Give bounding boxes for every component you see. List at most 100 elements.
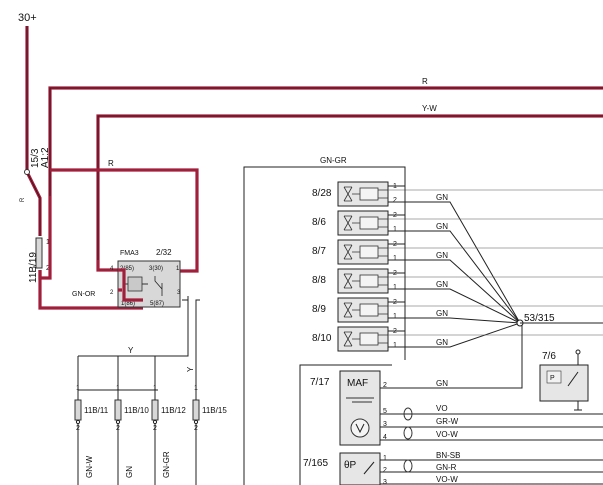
injector-ref: 8/6 bbox=[312, 217, 326, 228]
relay-ref: 2/32 bbox=[156, 248, 172, 257]
sensor-165-wire-2: VO-W bbox=[436, 475, 458, 484]
sensor-165-pin-2: 3 bbox=[383, 479, 387, 485]
sensor-7-165: 7/165 θP 1 2 3 BN-SB GN-R VO-W bbox=[303, 451, 603, 485]
fuse-pin-top: 1 bbox=[46, 239, 50, 246]
fuse-label: 11B/15 bbox=[202, 406, 227, 415]
injector-ref: 8/28 bbox=[312, 188, 332, 199]
injector-ref: 8/9 bbox=[312, 304, 326, 315]
wire-r-label: R bbox=[422, 77, 428, 86]
coil-icon bbox=[359, 303, 379, 317]
coil-icon bbox=[359, 245, 379, 259]
supply-label: 30+ bbox=[18, 12, 37, 24]
relay-in-label: GN-OR bbox=[72, 291, 95, 298]
valve-icon bbox=[343, 302, 353, 318]
relay-pin-85: 2(85) bbox=[120, 266, 134, 272]
relay-r-label: R bbox=[108, 159, 114, 168]
sensor-165-pin-1: 2 bbox=[383, 467, 387, 474]
valve-icon bbox=[343, 215, 353, 231]
sensor-7-6-letter: P bbox=[550, 375, 555, 382]
fuse-pin-top: 1 bbox=[194, 385, 198, 392]
cut-point bbox=[24, 169, 30, 175]
fuse-pin-top: 1 bbox=[76, 385, 80, 392]
maf-pin-3: 4 bbox=[383, 434, 387, 441]
maf-sensor: 7/17 MAF 2 5 3 4 GN VO GR-W VO-W bbox=[299, 364, 603, 485]
cut-label-b: A1:2 bbox=[40, 147, 51, 168]
coil-icon bbox=[359, 187, 379, 201]
feed-wire-label: R bbox=[20, 197, 26, 202]
relay-pin-1: 1 bbox=[176, 266, 180, 272]
relay-pin-3: 3 bbox=[177, 290, 181, 296]
fuse-pin-top: 1 bbox=[116, 385, 120, 392]
injector-wire: GN bbox=[436, 309, 448, 318]
bus-label: GN-GR bbox=[320, 156, 347, 165]
sensor-7-6: 7/6 P bbox=[539, 349, 589, 411]
power-supply: 30+ 15/3 A1:2 R bbox=[18, 12, 51, 236]
maf-ref: 7/17 bbox=[310, 377, 330, 388]
maf-wire-1: VO bbox=[436, 404, 448, 413]
injector-wire: GN bbox=[436, 222, 448, 231]
junction-label: 53/315 bbox=[524, 313, 555, 324]
valve-icon bbox=[343, 273, 353, 289]
injector-wire: GN bbox=[436, 280, 448, 289]
fuse-label: 11B/11 bbox=[84, 406, 109, 415]
valve-icon bbox=[343, 244, 353, 260]
maf-name: MAF bbox=[347, 378, 368, 389]
relay-fma3: FMA3 2/32 4 2(85) 3(30) 1 2 1(86) 5(87) … bbox=[110, 248, 181, 308]
injector-pin-b: 1 bbox=[393, 226, 397, 233]
coil-icon bbox=[359, 332, 379, 346]
sensor-165-ref: 7/165 bbox=[303, 458, 328, 469]
injector-pin-b: 1 bbox=[393, 284, 397, 291]
relay-pin-87: 5(87) bbox=[150, 301, 164, 307]
trunk-label: Y bbox=[128, 346, 134, 355]
fuse-body bbox=[114, 399, 122, 421]
fuse-wire-label: GN bbox=[125, 466, 134, 478]
valve-icon bbox=[343, 186, 353, 202]
fuse-label: 11B/19 bbox=[28, 252, 39, 283]
injector-ref: 8/10 bbox=[312, 333, 332, 344]
cut-label-a: 15/3 bbox=[30, 148, 41, 168]
fuse-wire-label: GN-GR bbox=[162, 451, 171, 478]
trunk-label-vert: Y bbox=[186, 366, 195, 372]
sensor-165-symbol: θP bbox=[344, 460, 357, 471]
maf-pin-0: 2 bbox=[383, 382, 387, 389]
fuse-pin-top: 1 bbox=[153, 385, 157, 392]
relay-coil bbox=[127, 276, 143, 292]
top-runs: R Y-W R GN-OR bbox=[48, 77, 603, 298]
fuse-body bbox=[192, 399, 200, 421]
relay-pin-86: 1(86) bbox=[121, 301, 135, 307]
fuse-label: 11B/10 bbox=[124, 406, 149, 415]
injector-pin-b: 1 bbox=[393, 342, 397, 349]
injector-ref: 8/8 bbox=[312, 275, 326, 286]
fuse-body bbox=[151, 399, 159, 421]
injector-ref: 8/7 bbox=[312, 246, 326, 257]
fuse-body bbox=[74, 399, 82, 421]
fuse-11b-19: 1 2 11B/19 bbox=[28, 196, 143, 310]
coil-icon bbox=[359, 216, 379, 230]
sensor-165-pin-0: 1 bbox=[383, 455, 387, 462]
bottom-fuse-row: Y Y bbox=[77, 299, 200, 391]
fuse-wire-label: GN-W bbox=[85, 455, 94, 478]
relay-pin-4: 4 bbox=[110, 266, 114, 272]
injector-wire: GN bbox=[436, 193, 448, 202]
sensor-165-wire-1: GN-R bbox=[436, 463, 457, 472]
relay-contact bbox=[154, 276, 163, 296]
injector-pin-b: 2 bbox=[393, 197, 397, 204]
junction-53-315: 53/315 bbox=[393, 313, 603, 389]
maf-wire-2: GR-W bbox=[436, 417, 459, 426]
relay-name: FMA3 bbox=[120, 250, 139, 257]
injector-pin-b: 1 bbox=[393, 255, 397, 262]
coil-icon bbox=[359, 274, 379, 288]
maf-wire-3: VO-W bbox=[436, 430, 458, 439]
fuse-pin-bot: 2 bbox=[46, 265, 50, 272]
